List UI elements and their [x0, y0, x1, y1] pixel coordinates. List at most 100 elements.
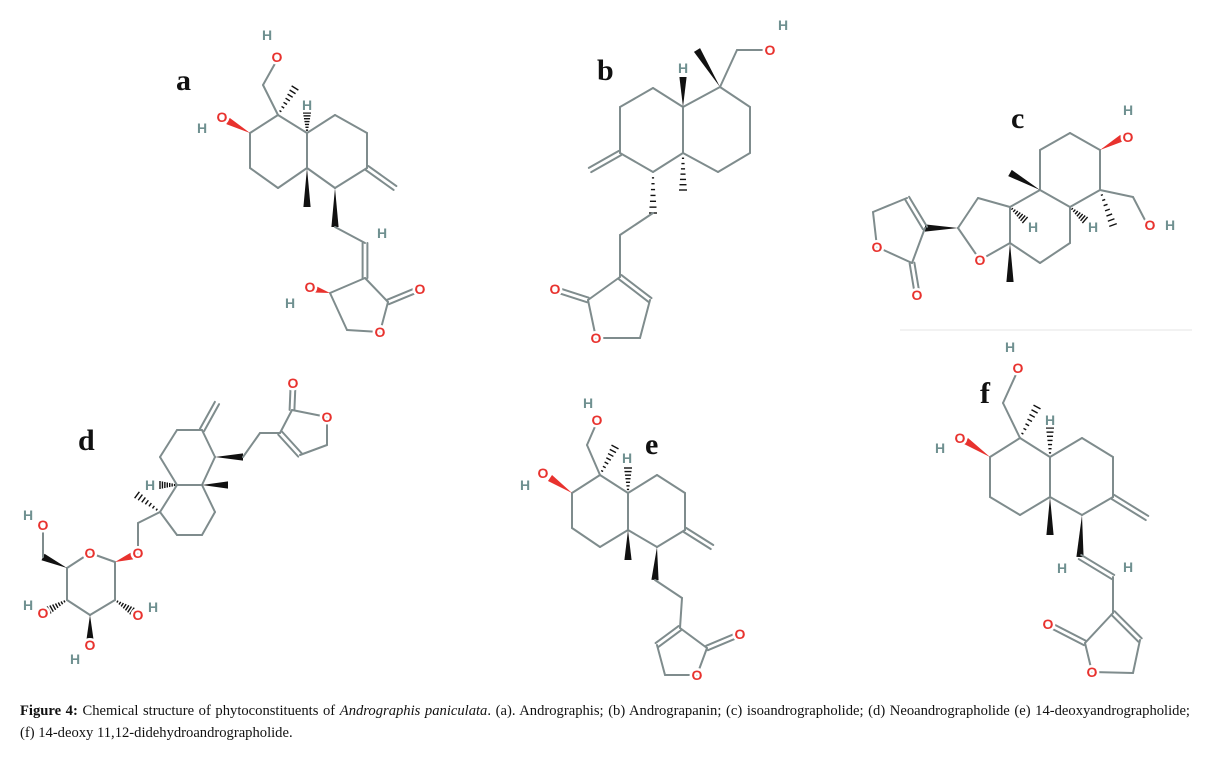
single-bond	[306, 114, 336, 134]
double-bond	[555, 291, 589, 304]
single-bond	[587, 299, 597, 339]
hash-bond	[1014, 210, 1019, 215]
single-bond	[652, 87, 684, 108]
single-bond	[717, 152, 751, 173]
single-bond	[242, 432, 261, 458]
hash-bond	[137, 494, 143, 501]
hash-bond	[1025, 423, 1030, 427]
single-bond	[656, 529, 686, 548]
single-bond	[957, 197, 979, 229]
single-bond	[334, 114, 368, 134]
single-bond	[346, 329, 381, 333]
single-bond	[682, 152, 719, 173]
double-bond	[556, 286, 590, 299]
single-bond	[159, 484, 178, 513]
double-bond	[1047, 626, 1085, 647]
double-bond	[367, 165, 398, 188]
oxygen-atom-label: O	[735, 626, 746, 642]
hash-bond	[144, 499, 149, 505]
single-bond	[586, 444, 601, 476]
single-bond	[89, 599, 116, 616]
hydrogen-atom-label: H	[23, 597, 33, 613]
figure-caption: Figure 4: Chemical structure of phytocon…	[20, 700, 1190, 744]
wedge-bond	[41, 553, 67, 568]
hash-bond	[607, 452, 614, 458]
oxygen-atom-label: O	[1043, 616, 1054, 632]
single-bond	[627, 529, 658, 548]
double-bond	[203, 403, 221, 433]
hash-bond	[54, 603, 59, 609]
double-bond	[908, 262, 916, 295]
single-bond	[262, 84, 279, 116]
wedge-bond	[115, 552, 134, 562]
single-bond	[1099, 189, 1134, 198]
single-bond	[639, 299, 651, 339]
hydrogen-atom-label: H	[1028, 219, 1038, 235]
single-bond	[1002, 369, 1019, 404]
oxygen-atom-label: O	[765, 42, 776, 58]
single-bond	[696, 647, 708, 676]
single-bond	[977, 197, 1011, 208]
single-bond	[1084, 612, 1114, 644]
wedge-bond	[693, 48, 720, 87]
hydrogen-atom-label: H	[622, 450, 632, 466]
hash-bond	[1100, 193, 1104, 197]
hydrogen-atom-label: H	[262, 27, 272, 43]
wedge-bond	[86, 615, 94, 640]
hash-bond	[1020, 215, 1026, 222]
hash-bond	[1076, 212, 1081, 217]
single-bond	[679, 627, 708, 649]
single-bond	[159, 456, 178, 486]
wedge-bond	[1006, 243, 1014, 282]
single-bond	[334, 226, 366, 244]
hash-bond	[129, 607, 135, 615]
wedge-bond	[925, 224, 958, 232]
hash-bond	[605, 457, 612, 461]
single-bond	[719, 49, 738, 88]
hash-bond	[1109, 222, 1117, 228]
wedge-bond	[964, 438, 990, 457]
hash-bond	[120, 602, 124, 607]
oxygen-atom-label: O	[912, 287, 923, 303]
double-bond	[1077, 558, 1113, 581]
double-bond	[364, 168, 395, 191]
hydrogen-atom-label: H	[520, 477, 530, 493]
hash-bond	[1104, 208, 1111, 212]
wedge-bond	[313, 285, 330, 293]
oxygen-atom-label: O	[322, 409, 333, 425]
oxygen-atom-label: O	[591, 330, 602, 346]
double-bond	[913, 261, 921, 294]
single-bond	[201, 484, 216, 513]
wedge-bond	[1008, 169, 1040, 190]
hash-bond	[281, 105, 285, 109]
wedge-bond	[303, 168, 311, 207]
single-bond	[1039, 189, 1071, 208]
hash-bond	[60, 601, 64, 605]
hydrogen-atom-label: H	[1005, 339, 1015, 355]
double-bond	[1110, 498, 1147, 522]
single-bond	[159, 511, 178, 536]
panel-label-f: f	[980, 377, 991, 410]
single-bond	[1091, 671, 1134, 674]
wedge-bond	[651, 547, 659, 581]
hash-bond	[57, 602, 61, 607]
panel-label-b: b	[597, 54, 614, 87]
single-bond	[876, 246, 913, 264]
hash-bond	[1078, 213, 1084, 220]
single-bond	[656, 644, 666, 676]
single-bond	[66, 552, 91, 569]
oxygen-atom-label: O	[38, 605, 49, 621]
single-bond	[872, 211, 878, 248]
double-bond	[293, 385, 297, 412]
hash-bond	[611, 444, 619, 450]
double-bond	[1110, 613, 1140, 643]
hydrogen-atom-label: H	[678, 60, 688, 76]
single-bond	[619, 212, 654, 236]
hydrogen-atom-label: H	[285, 295, 295, 311]
hash-bond	[602, 465, 607, 469]
single-bond	[989, 496, 1021, 516]
single-bond	[299, 444, 328, 456]
hash-bond	[1074, 210, 1079, 215]
wedge-bond	[679, 77, 687, 107]
single-bond	[656, 474, 686, 494]
